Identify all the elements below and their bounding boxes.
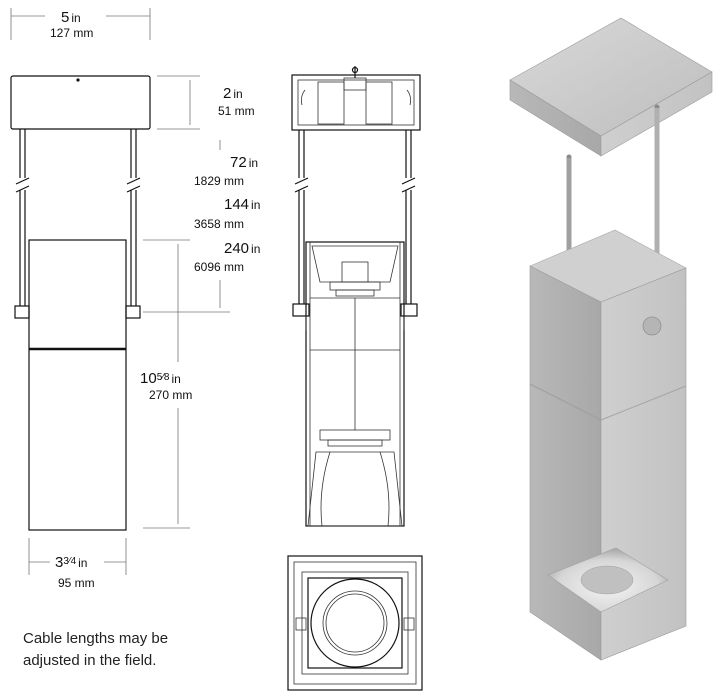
fixture-height-metric: 270 mm	[149, 388, 193, 402]
bottom-view-drawing	[287, 555, 423, 691]
cable-144-metric: 3658 mm	[194, 217, 245, 231]
cable-240-metric: 6096 mm	[194, 260, 245, 274]
cable-length-note: Cable lengths may be adjusted in the fie…	[23, 630, 169, 669]
cable-72-metric: 1829 mm	[194, 174, 245, 188]
fixture-render	[509, 17, 713, 661]
canopy-height-metric: 51 mm	[218, 104, 255, 118]
fixture-width-metric: 95 mm	[58, 576, 95, 590]
side-elevation-drawing	[10, 8, 230, 575]
canopy-width-metric: 127 mm	[50, 26, 94, 40]
section-view-drawing	[291, 66, 421, 527]
